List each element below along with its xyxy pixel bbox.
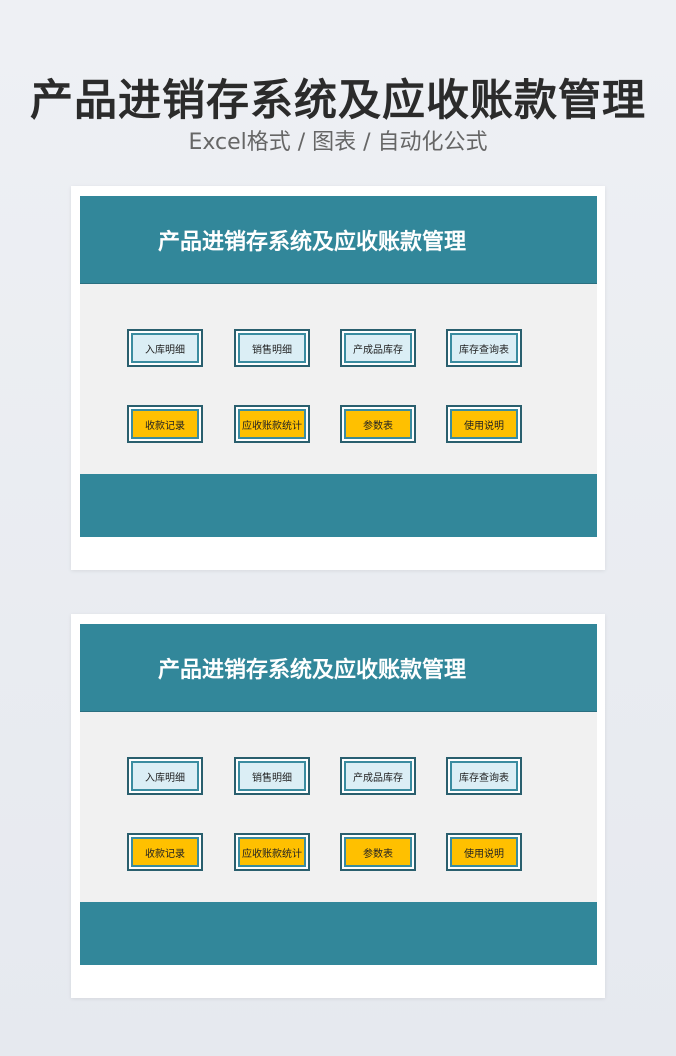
button-panel [80, 284, 597, 474]
nav-button-label: 入库明细 [131, 761, 199, 791]
button-panel [80, 712, 597, 902]
nav-button-label: 产成品库存 [344, 761, 412, 791]
nav-button[interactable]: 产成品库存 [340, 329, 416, 367]
nav-button-label: 参数表 [344, 409, 412, 439]
nav-button-label: 收款记录 [131, 837, 199, 867]
page-title: 产品进销存系统及应收账款管理 [30, 76, 646, 126]
nav-button-label: 销售明细 [238, 333, 306, 363]
nav-button-label: 销售明细 [238, 761, 306, 791]
page-subtitle: Excel格式 / 图表 / 自动化公式 [188, 130, 488, 155]
nav-button[interactable]: 使用说明 [446, 405, 522, 443]
nav-button-label: 参数表 [344, 837, 412, 867]
nav-button[interactable]: 参数表 [340, 833, 416, 871]
nav-button[interactable]: 产成品库存 [340, 757, 416, 795]
nav-button[interactable]: 入库明细 [127, 757, 203, 795]
nav-button-label: 产成品库存 [344, 333, 412, 363]
nav-button-label: 应收账款统计 [238, 837, 306, 867]
nav-button[interactable]: 收款记录 [127, 833, 203, 871]
nav-button[interactable]: 参数表 [340, 405, 416, 443]
dashboard-title: 产品进销存系统及应收账款管理 [158, 230, 467, 255]
dashboard-preview-card: 产品进销存系统及应收账款管理 入库明细 销售明细 产成品库存 库存查询表收款记录 应收账… [71, 614, 605, 998]
nav-button-label: 入库明细 [131, 333, 199, 363]
nav-button[interactable]: 应收账款统计 [234, 833, 310, 871]
dashboard-title: 产品进销存系统及应收账款管理 [158, 658, 467, 683]
dashboard-header: 产品进销存系统及应收账款管理 [80, 624, 597, 712]
dashboard-footer [80, 474, 597, 537]
nav-button[interactable]: 收款记录 [127, 405, 203, 443]
nav-button-label: 使用说明 [450, 837, 518, 867]
nav-button[interactable]: 销售明细 [234, 757, 310, 795]
nav-button-label: 库存查询表 [450, 333, 518, 363]
nav-button[interactable]: 销售明细 [234, 329, 310, 367]
nav-button[interactable]: 使用说明 [446, 833, 522, 871]
dashboard-preview-card: 产品进销存系统及应收账款管理 入库明细 销售明细 产成品库存 库存查询表收款记录 应收账… [71, 186, 605, 570]
nav-button-label: 使用说明 [450, 409, 518, 439]
nav-button[interactable]: 入库明细 [127, 329, 203, 367]
nav-button[interactable]: 库存查询表 [446, 329, 522, 367]
dashboard-header: 产品进销存系统及应收账款管理 [80, 196, 597, 284]
nav-button[interactable]: 应收账款统计 [234, 405, 310, 443]
dashboard-footer [80, 902, 597, 965]
nav-button-label: 库存查询表 [450, 761, 518, 791]
nav-button-label: 应收账款统计 [238, 409, 306, 439]
nav-button[interactable]: 库存查询表 [446, 757, 522, 795]
nav-button-label: 收款记录 [131, 409, 199, 439]
